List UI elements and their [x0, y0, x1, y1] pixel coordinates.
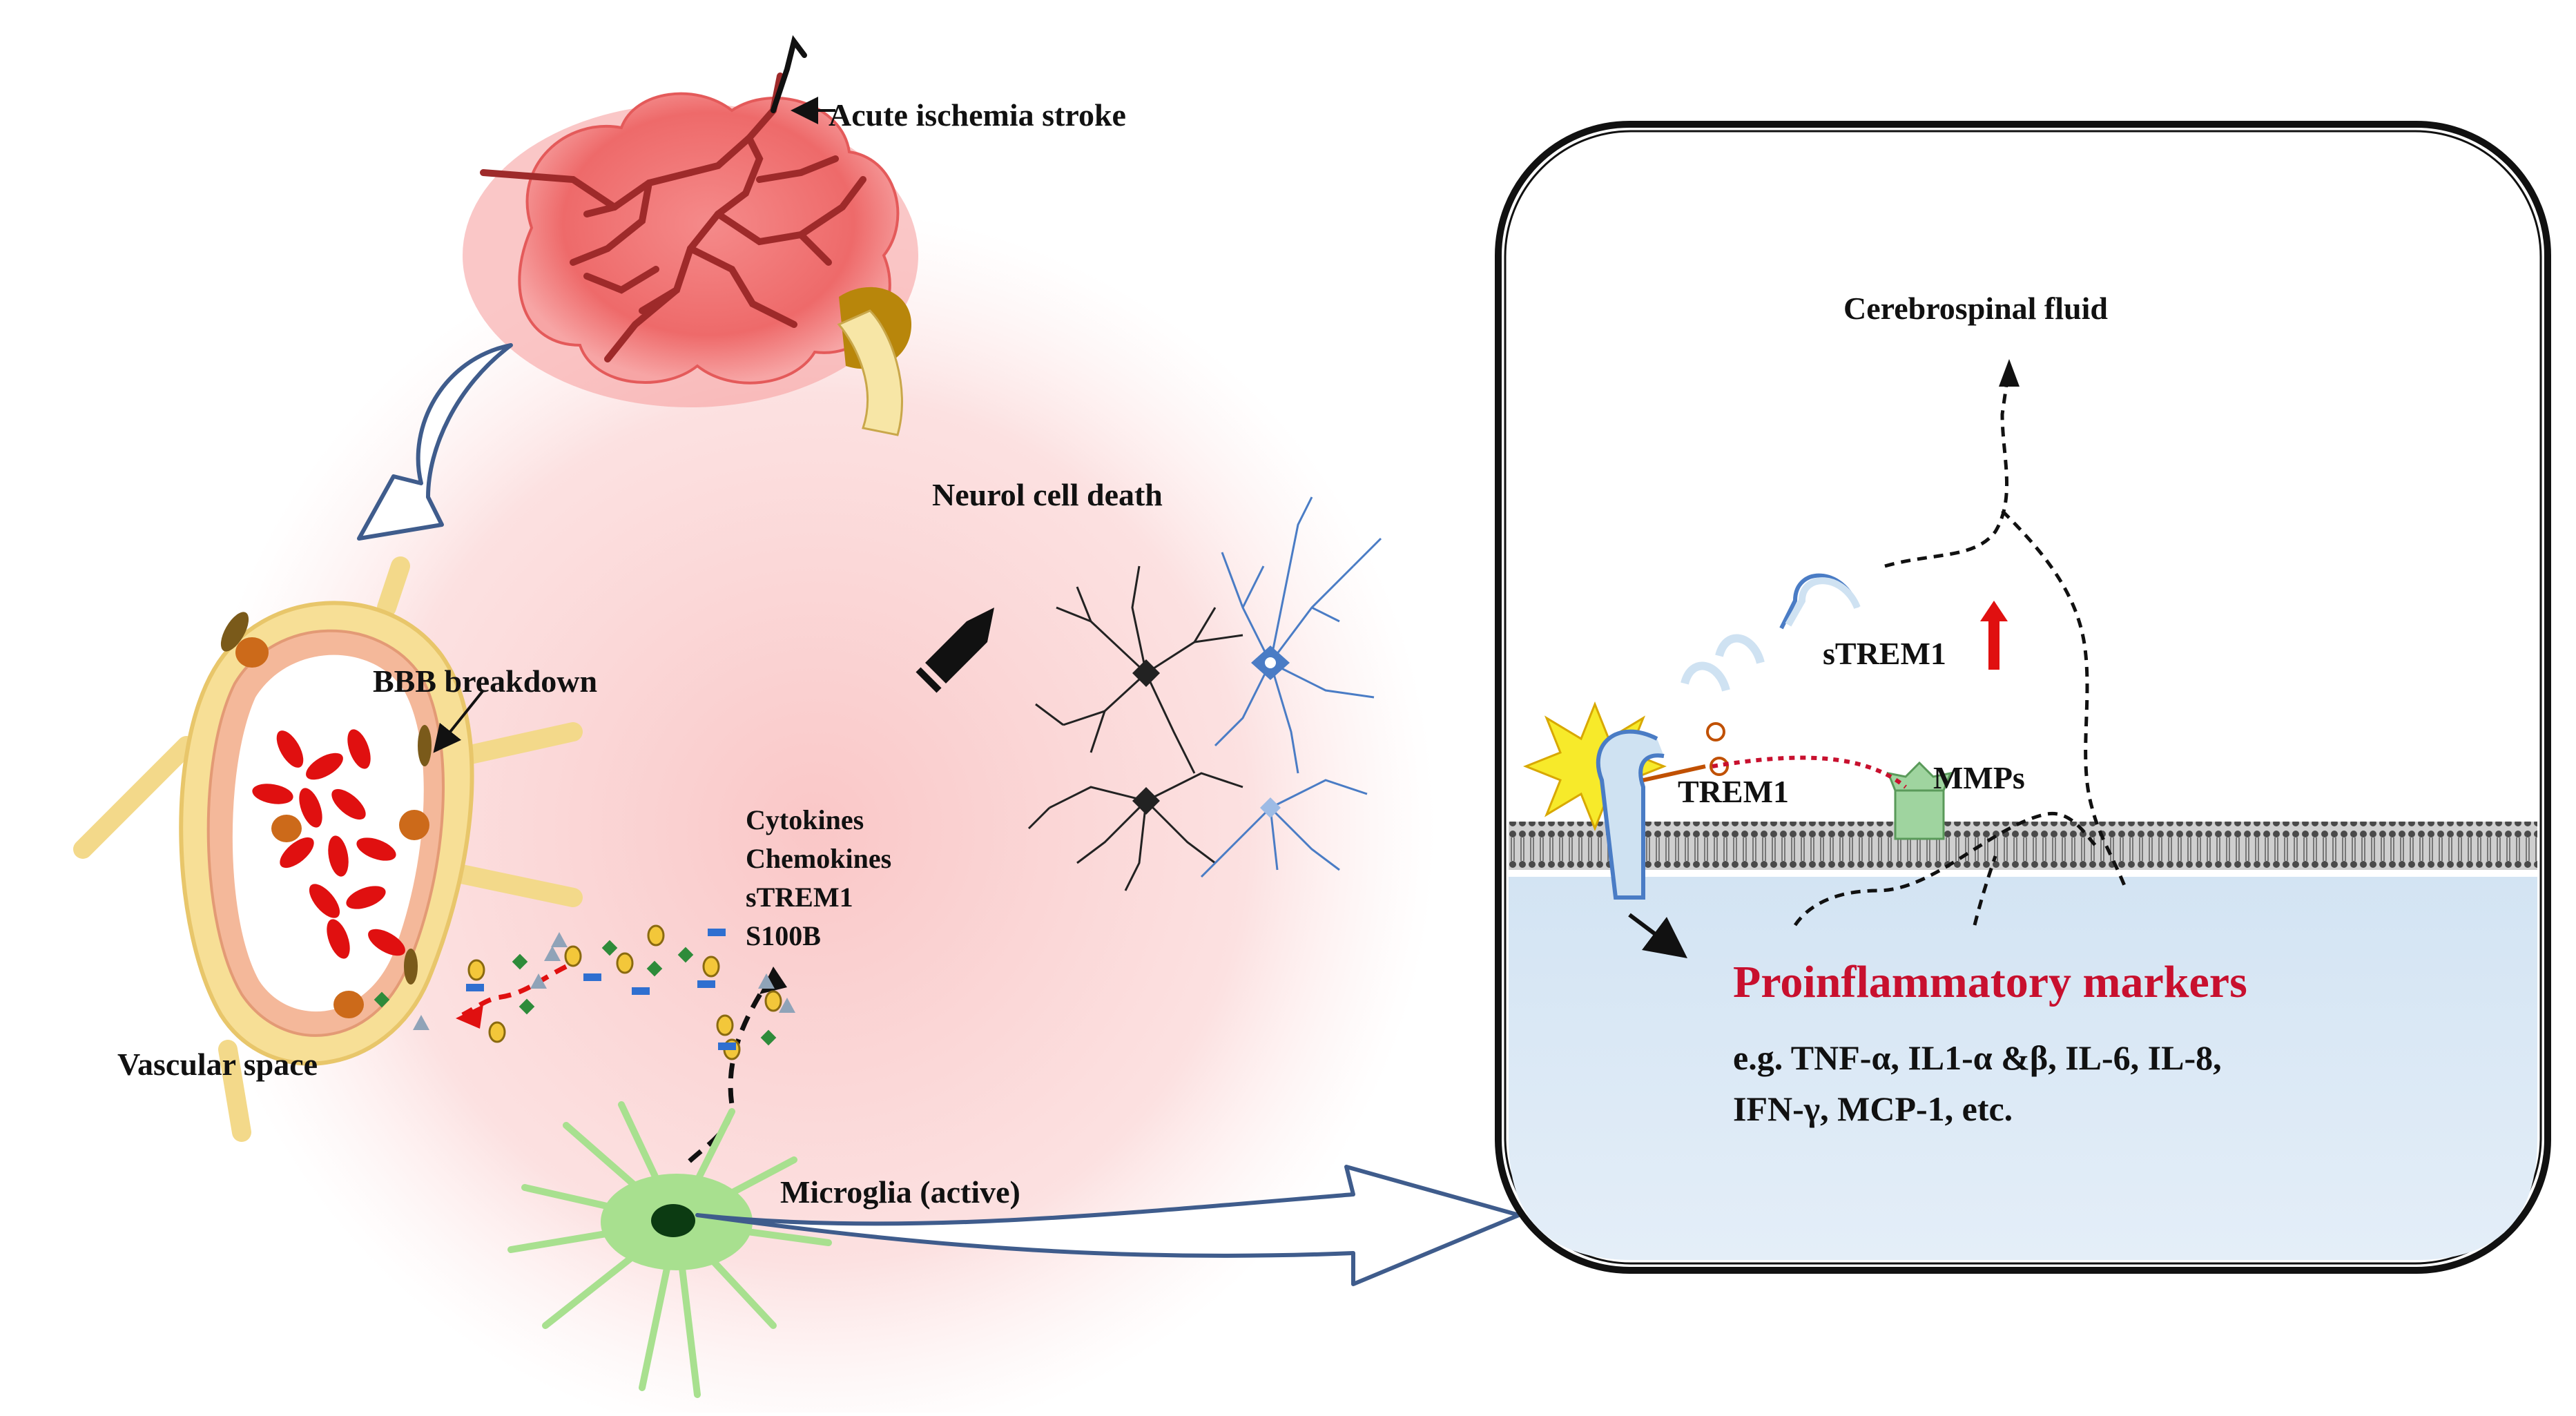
label-marker-examples-2: IFN-γ, MCP-1, etc.	[1733, 1089, 2013, 1128]
factor-item: Cytokines	[746, 804, 864, 835]
factor-item: Chemokines	[746, 843, 892, 874]
label-microglia: Microglia (active)	[780, 1174, 1020, 1210]
microglia-illustration	[507, 1101, 832, 1398]
brain-illustration	[463, 35, 918, 436]
factor-item: sTREM1	[746, 882, 853, 913]
trem1-receptor	[1522, 573, 1861, 900]
mmps-enzyme	[1712, 755, 1953, 840]
inflammation-glow	[193, 207, 1436, 1416]
blood-vessel-illustration	[73, 556, 583, 1142]
outline-arrow-down	[357, 343, 513, 541]
label-vascular-space: Vascular space	[117, 1047, 318, 1082]
label-strem1: sTREM1	[1823, 636, 1946, 671]
neurons-illustration	[1027, 496, 1382, 891]
label-marker-examples-1: e.g. TNF-α, IL1-α &β, IL-6, IL-8,	[1733, 1038, 2222, 1077]
label-cerebrospinal-fluid: Cerebrospinal fluid	[1843, 291, 2108, 326]
csf-pathways	[1793, 365, 2129, 927]
label-trem1: TREM1	[1678, 774, 1789, 809]
factor-item: S100B	[746, 920, 821, 951]
label-proinflammatory-markers: Proinflammatory markers	[1733, 957, 2247, 1007]
released-factors-list: Cytokines Chemokines sTREM1 S100B	[746, 801, 891, 956]
black-arrow-up	[916, 608, 994, 693]
label-bbb-breakdown: BBB breakdown	[373, 663, 598, 699]
csf-panel	[1495, 121, 2551, 1274]
label-acute-stroke: Acute ischemia stroke	[829, 97, 1126, 133]
label-mmps: MMPs	[1933, 760, 2025, 795]
released-molecules	[374, 924, 795, 1169]
label-neuro-cell-death: Neurol cell death	[932, 477, 1163, 512]
